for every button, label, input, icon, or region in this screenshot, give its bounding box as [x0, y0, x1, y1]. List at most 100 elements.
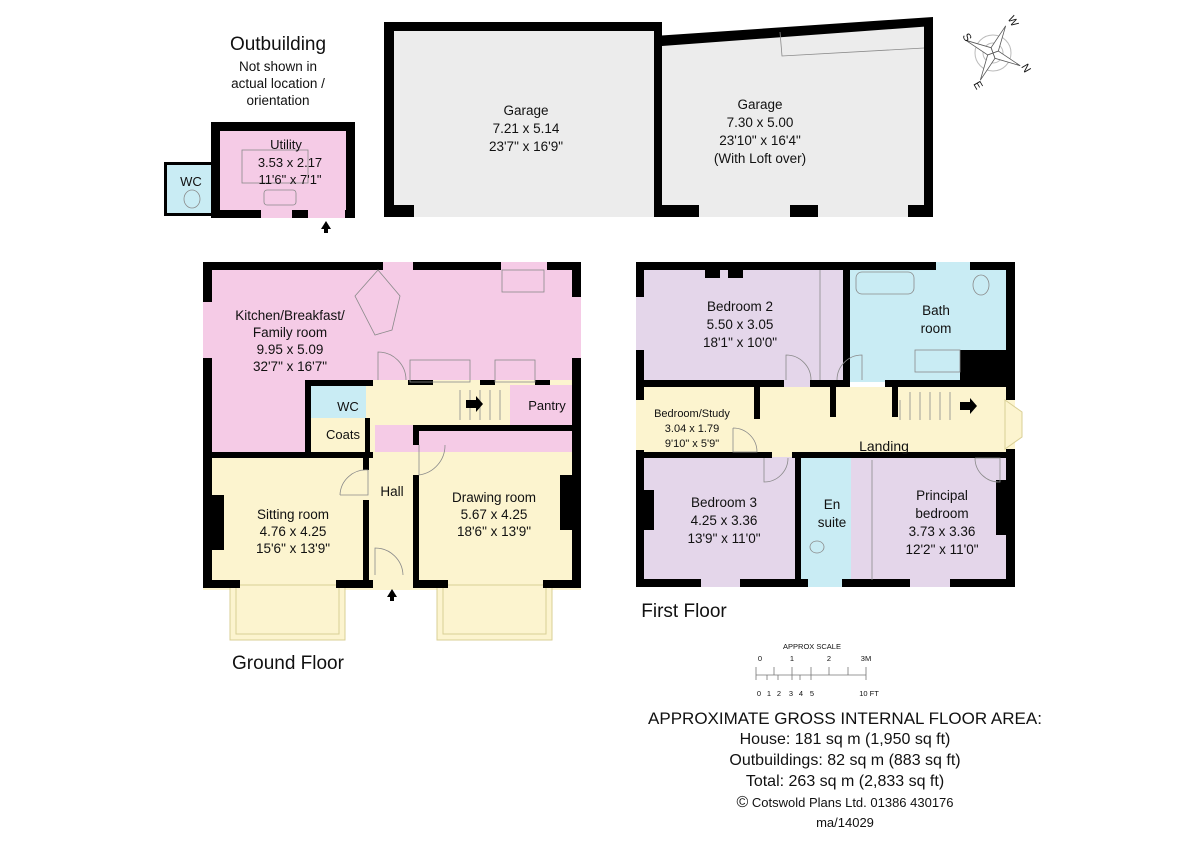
hob-icon: [409, 359, 471, 383]
svg-text:2: 2: [827, 654, 831, 663]
basins-icon: [914, 349, 961, 373]
bedroom-2-metric: 5.50 x 3.05: [707, 317, 774, 332]
bath-icon: [855, 271, 915, 295]
principal-imperial: 12'2" x 11'0": [905, 542, 978, 557]
ground-floor: Kitchen/Breakfast/ Family room 9.95 x 5.…: [203, 262, 581, 674]
svg-text:1: 1: [767, 689, 771, 698]
drawing-bay: [436, 584, 553, 641]
drawing-room-label: Drawing room: [452, 490, 536, 505]
svg-text:0: 0: [758, 654, 762, 663]
svg-text:3M: 3M: [861, 654, 871, 663]
bedroom-2-imperial: 18'1" x 10'0": [703, 335, 777, 350]
area-heading: APPROXIMATE GROSS INTERNAL FLOOR AREA:: [648, 709, 1042, 728]
bedroom-2-label: Bedroom 2: [707, 299, 773, 314]
plan-reference: ma/14029: [816, 815, 874, 830]
kitchen-imperial: 32'7" x 16'7": [253, 359, 327, 374]
entrance-arrow-icon: [321, 221, 331, 229]
copyright-text: Cotswold Plans Ltd. 01386 430176: [751, 795, 954, 810]
svg-text:2: 2: [777, 689, 781, 698]
garage-2-imperial: 23'10" x 16'4": [719, 133, 801, 148]
first-floor-title: First Floor: [641, 601, 727, 622]
utility-imperial: 11'6" x 7'1": [258, 172, 321, 187]
copyright-icon: ©: [736, 794, 749, 811]
principal-metric: 3.73 x 3.36: [909, 524, 976, 539]
svg-text:1: 1: [790, 654, 794, 663]
toilet-icon: [183, 189, 201, 209]
scale-bar: APPROX SCALE 0 1 2 3M 0 1 2 3 4 5 10 FT: [755, 642, 879, 698]
ground-rooms-fill: [203, 452, 581, 590]
ground-floor-title: Ground Floor: [232, 653, 345, 674]
en-suite-label-2: suite: [818, 515, 847, 530]
en-suite-label-1: En: [824, 497, 841, 512]
sitting-room-label: Sitting room: [257, 507, 329, 522]
first-stairs-arrow-icon: [960, 398, 977, 414]
utility-label: Utility: [270, 137, 302, 152]
compass-n: N: [1018, 62, 1032, 75]
outbuilding-wc-label: WC: [180, 174, 202, 189]
utility-metric: 3.53 x 2.17: [258, 155, 322, 170]
garages: Garage 7.21 x 5.14 23'7" x 16'9" Garage …: [384, 17, 933, 217]
garage-2: [662, 18, 933, 217]
stairs-arrow-icon: [466, 396, 483, 412]
sink-icon: [263, 189, 297, 206]
sitting-bay: [229, 584, 346, 641]
kitchen-metric: 9.95 x 5.09: [257, 342, 324, 357]
area-total: Total: 263 sq m (2,833 sq ft): [745, 773, 945, 790]
sitting-room-imperial: 15'6" x 13'9": [256, 541, 330, 556]
bedroom-3-room: [636, 457, 801, 587]
svg-text:4: 4: [799, 689, 803, 698]
pantry-room: [510, 385, 581, 425]
en-suite-room: [801, 457, 851, 587]
compass-icon: N S E W: [960, 14, 1033, 92]
compass-e: E: [971, 79, 985, 91]
ground-wc-label: WC: [337, 399, 359, 414]
principal-label-1: Principal: [916, 488, 968, 503]
landing-area: [636, 387, 1015, 457]
study-label: Bedroom/Study: [654, 408, 730, 420]
garage-1: [384, 22, 662, 217]
study-imperial: 9'10" x 5'9": [665, 438, 719, 450]
scale-title: APPROX SCALE: [783, 642, 841, 651]
bathroom-label-2: room: [921, 321, 952, 336]
outbuilding-wc: [164, 162, 214, 216]
garage-1-label: Garage: [503, 103, 548, 118]
kitchen-label-1: Kitchen/Breakfast/: [235, 308, 345, 323]
principal-bedroom-room: [851, 457, 1015, 587]
front-door-arrow-icon: [387, 589, 397, 597]
ground-wc: [308, 386, 366, 418]
area-outbuildings: Outbuildings: 82 sq m (883 sq ft): [729, 752, 961, 769]
outbuilding: Outbuilding Not shown in actual location…: [164, 34, 355, 233]
bath-toilet-icon: [972, 274, 990, 296]
landing-label: Landing: [859, 438, 909, 454]
kitchen-label-2: Family room: [253, 325, 327, 340]
sitting-room-metric: 4.76 x 4.25: [260, 524, 327, 539]
bathroom-label-1: Bath: [922, 303, 950, 318]
garage-2-metric: 7.30 x 5.00: [727, 115, 794, 130]
bedroom-3-label: Bedroom 3: [691, 495, 757, 510]
copyright-line: © Cotswold Plans Ltd. 01386 430176: [600, 792, 1090, 813]
svg-text:0: 0: [757, 689, 761, 698]
compass-w: W: [1005, 14, 1021, 30]
kitchen-sink-icon: [501, 269, 545, 293]
range-cooker-icon: [494, 359, 536, 383]
bedroom-3-imperial: 13'9" x 11'0": [687, 531, 760, 546]
pantry-label: Pantry: [528, 398, 566, 413]
outbuilding-title: Outbuilding: [230, 34, 326, 55]
svg-text:3: 3: [789, 689, 793, 698]
garage-1-metric: 7.21 x 5.14: [493, 121, 560, 136]
svg-text:10 FT: 10 FT: [859, 689, 879, 698]
garage-2-label: Garage: [737, 97, 782, 112]
drawing-room-imperial: 18'6" x 13'9": [457, 524, 531, 539]
area-summary: APPROXIMATE GROSS INTERNAL FLOOR AREA: H…: [600, 708, 1090, 832]
svg-text:5: 5: [810, 689, 814, 698]
en-suite-toilet-icon: [809, 540, 825, 554]
hall-label: Hall: [380, 484, 403, 499]
garage-1-imperial: 23'7" x 16'9": [489, 139, 563, 154]
garage-2-note: (With Loft over): [714, 151, 806, 166]
area-house: House: 181 sq m (1,950 sq ft): [739, 731, 951, 748]
coats-label: Coats: [326, 427, 360, 442]
first-floor: Bedroom 2 5.50 x 3.05 18'1" x 10'0" Bath…: [636, 262, 1023, 622]
utility-room: [211, 122, 355, 218]
outbuilding-note-1: Not shown in: [239, 59, 317, 74]
